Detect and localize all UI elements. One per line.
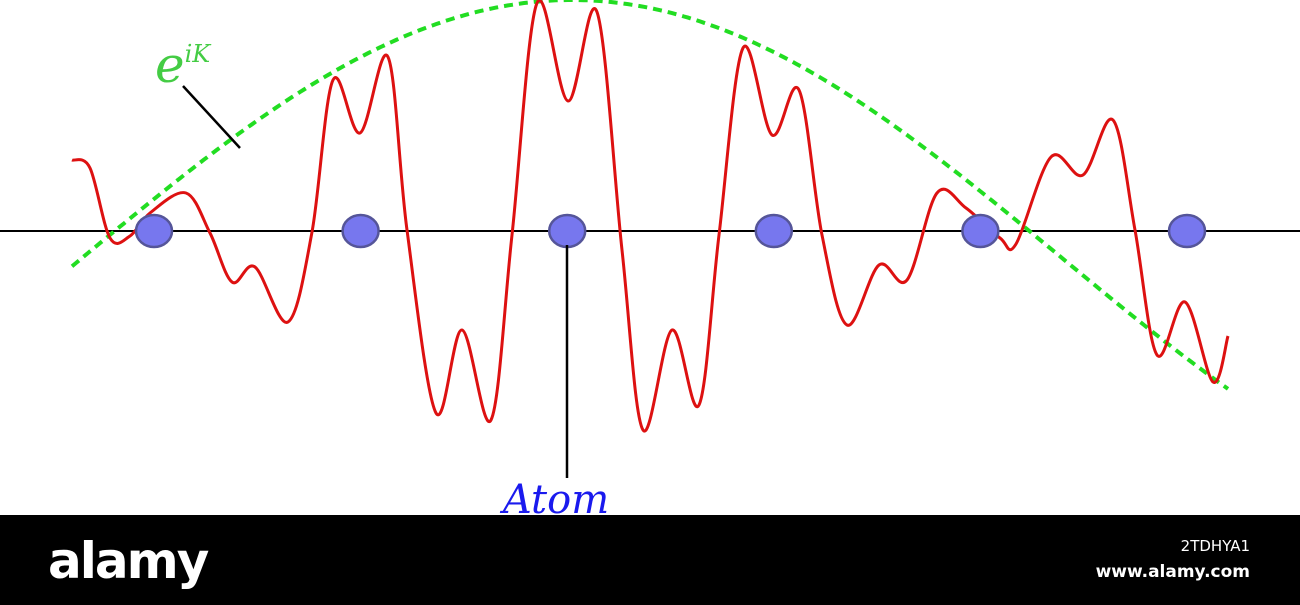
atom	[547, 213, 587, 249]
atom	[754, 213, 794, 249]
wave-label: eiK	[155, 36, 212, 94]
site-url: www.alamy.com	[1095, 562, 1250, 582]
wave-label-pointer-line	[182, 85, 241, 149]
atom	[1167, 213, 1207, 249]
atom-label: Atom	[499, 477, 609, 515]
atoms-group	[134, 213, 1207, 249]
wave-label-base: e	[155, 36, 185, 94]
brand-logo: alamy	[48, 532, 209, 590]
wave-label-exponent: iK	[185, 40, 213, 68]
image-id: 2TDHYA1	[1180, 537, 1250, 555]
electron-wave	[71, 0, 1230, 433]
diagram: eiK Atom	[0, 0, 1300, 515]
watermark-bar: alamy 2TDHYA1 www.alamy.com	[0, 515, 1300, 605]
atom	[961, 213, 1000, 249]
envelope-wave-dashed	[70, 0, 1230, 391]
atom	[341, 213, 380, 249]
atom	[134, 213, 174, 249]
